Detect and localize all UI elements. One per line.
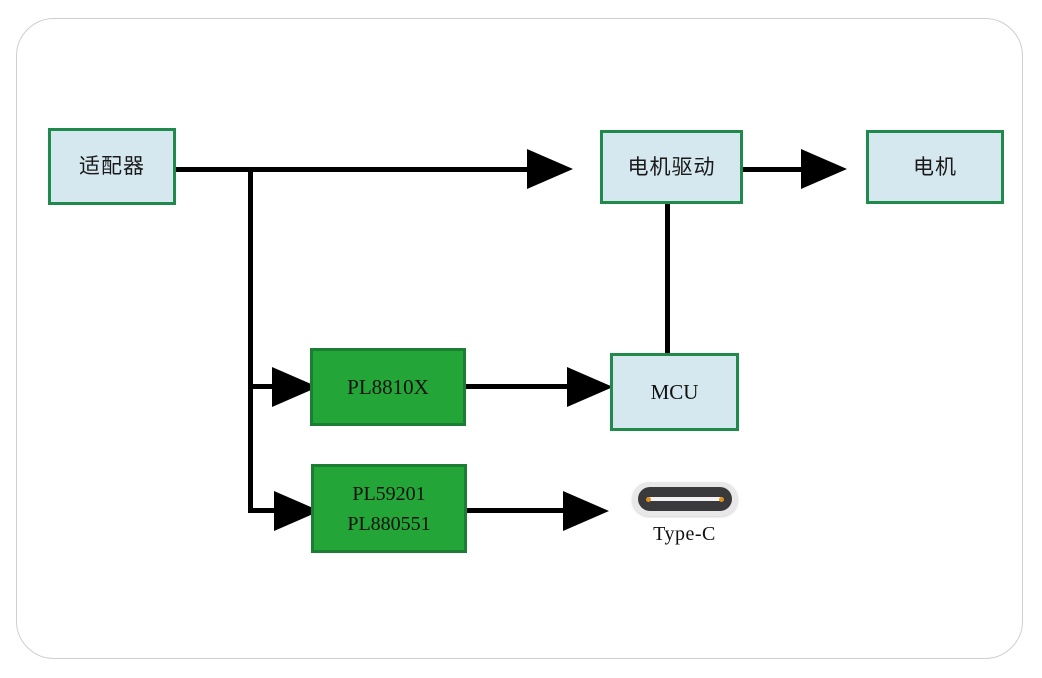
typec-pin-left xyxy=(645,496,651,502)
edge-pl8810x-to-mcu xyxy=(465,384,574,389)
block-mcu[interactable]: MCU xyxy=(610,353,739,431)
diagram-frame xyxy=(16,18,1023,659)
edge-adapter-to-motor-driver xyxy=(175,167,527,172)
block-motor[interactable]: 电机 xyxy=(866,130,1004,204)
edge-adapter-to-pl8810x xyxy=(248,384,281,389)
typec-label: Type-C xyxy=(653,523,716,545)
arrowhead-to-motor xyxy=(801,149,847,189)
block-adapter-label: 适配器 xyxy=(79,154,145,179)
block-pl59201-label-line2: PL880551 xyxy=(347,512,431,535)
typec-port-slot xyxy=(646,497,723,501)
edge-motor-driver-to-mcu xyxy=(665,200,670,356)
block-adapter[interactable]: 适配器 xyxy=(48,128,176,205)
block-motor-label: 电机 xyxy=(913,154,957,179)
arrowhead-to-typec xyxy=(563,491,609,531)
edge-motor-driver-to-motor xyxy=(742,167,808,172)
block-pl8810x[interactable]: PL8810X xyxy=(310,348,466,426)
typec-connector-group[interactable]: Type-C xyxy=(622,482,747,552)
block-mcu-label: MCU xyxy=(650,379,699,404)
block-motor-driver[interactable]: 电机驱动 xyxy=(600,130,743,204)
arrowhead-to-mcu xyxy=(567,367,613,407)
typec-pin-right xyxy=(718,496,724,502)
block-pl59201[interactable]: PL59201 PL880551 xyxy=(311,464,467,553)
usb-type-c-icon xyxy=(631,482,738,516)
edge-adapter-trunk xyxy=(248,167,253,513)
block-pl8810x-label: PL8810X xyxy=(347,374,429,399)
block-motor-driver-label: 电机驱动 xyxy=(627,154,716,179)
edge-adapter-to-pl59201 xyxy=(248,508,284,513)
typec-port-body xyxy=(637,487,732,511)
block-pl59201-label-line1: PL59201 xyxy=(352,482,426,505)
arrowhead-to-motor-driver xyxy=(527,149,573,189)
edge-pl59201-to-typec xyxy=(466,508,570,513)
